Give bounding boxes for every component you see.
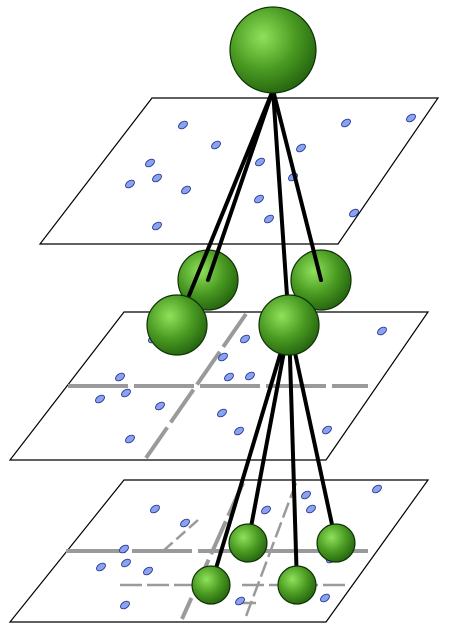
data-point xyxy=(255,157,265,167)
bottom-points xyxy=(96,484,382,610)
data-point xyxy=(145,158,155,168)
data-point xyxy=(152,173,162,183)
edge xyxy=(209,323,291,587)
grid-line xyxy=(144,312,248,460)
data-point xyxy=(264,214,274,224)
edge xyxy=(271,88,323,282)
data-point xyxy=(235,596,245,606)
data-point xyxy=(234,426,244,436)
data-point xyxy=(224,372,234,382)
middle-node xyxy=(258,294,320,356)
middle-grid-lines xyxy=(68,312,368,460)
data-point xyxy=(218,352,228,362)
grid-line xyxy=(161,519,199,553)
data-point xyxy=(349,208,359,218)
data-point xyxy=(341,118,351,128)
bottom-node xyxy=(191,565,231,605)
data-point xyxy=(95,394,105,404)
middle-nodes-front xyxy=(146,294,320,356)
data-point xyxy=(150,504,160,514)
bottom-node xyxy=(316,523,356,563)
data-point xyxy=(119,544,129,554)
edge xyxy=(175,88,275,327)
bottom-node xyxy=(277,565,317,605)
data-point xyxy=(125,179,135,189)
data-point xyxy=(115,372,125,382)
bottom-level xyxy=(8,479,430,623)
data-point xyxy=(240,334,250,344)
data-point xyxy=(125,434,135,444)
data-point xyxy=(120,600,130,610)
edge xyxy=(246,323,291,545)
data-point xyxy=(155,401,165,411)
data-point xyxy=(377,326,387,336)
data-point xyxy=(406,113,416,123)
data-point xyxy=(372,484,382,494)
bottom-node xyxy=(228,523,268,563)
top-points xyxy=(125,113,416,231)
edges-top-to-middle xyxy=(175,88,323,327)
middle-level xyxy=(8,311,430,461)
edges-middle-to-bottom xyxy=(209,323,338,587)
data-point xyxy=(96,562,106,572)
data-point xyxy=(180,518,190,528)
edge xyxy=(287,323,338,545)
data-point xyxy=(211,140,221,150)
data-point xyxy=(152,221,162,231)
data-point xyxy=(261,505,271,515)
data-point xyxy=(306,504,316,514)
data-point xyxy=(121,558,131,568)
data-point xyxy=(320,593,330,603)
edge xyxy=(271,88,291,327)
data-point xyxy=(217,408,227,418)
root-node xyxy=(229,6,317,94)
bottom-nodes xyxy=(191,523,356,605)
data-point xyxy=(181,185,191,195)
edge xyxy=(287,323,299,587)
middle-node xyxy=(146,294,208,356)
grid-line xyxy=(243,482,298,620)
data-point xyxy=(301,490,311,500)
data-point xyxy=(322,425,332,435)
data-point xyxy=(245,371,255,381)
data-point xyxy=(143,566,153,576)
data-point xyxy=(254,194,264,204)
data-point xyxy=(296,143,306,153)
data-point xyxy=(178,120,188,130)
data-point xyxy=(121,388,131,398)
